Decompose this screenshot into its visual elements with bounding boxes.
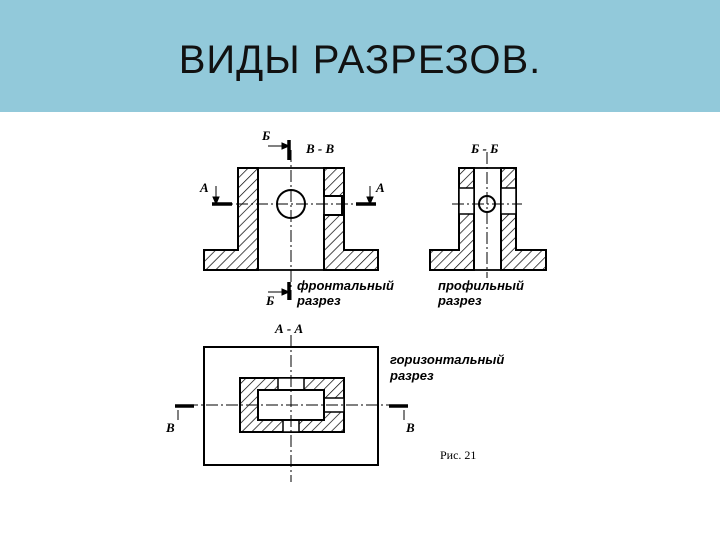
caption-profile-line1: профильный [438, 278, 524, 293]
profile-hatched-right [500, 167, 547, 271]
caption-profile-line2: разрез [437, 293, 482, 308]
title-banner [0, 0, 720, 112]
label-cut-v-right: В [405, 420, 415, 435]
figure-number: Рис. 21 [440, 448, 476, 462]
frontal-hatched-right [323, 167, 379, 271]
frontal-hatched-left [203, 167, 259, 271]
caption-frontal-line1: фронтальный [297, 278, 394, 293]
label-cut-b-bottom: Б [265, 293, 274, 308]
profile-hatched-left [429, 167, 475, 271]
label-section-bb: Б - Б [470, 141, 498, 156]
label-section-aa: А - А [274, 321, 304, 336]
label-section-vv: В - В [305, 141, 335, 156]
profile-section-view [429, 167, 547, 271]
label-cut-a-right: А [375, 180, 385, 195]
caption-horizontal-line2: разрез [389, 368, 434, 383]
caption-frontal-line2: разрез [296, 293, 341, 308]
label-cut-a-left: А [199, 180, 209, 195]
label-cut-b-top: Б [261, 128, 270, 143]
label-cut-v-left: В [165, 420, 175, 435]
slide-title: ВИДЫ РАЗРЕЗОВ. [178, 38, 542, 82]
caption-horizontal-line1: горизонтальный [390, 352, 504, 367]
